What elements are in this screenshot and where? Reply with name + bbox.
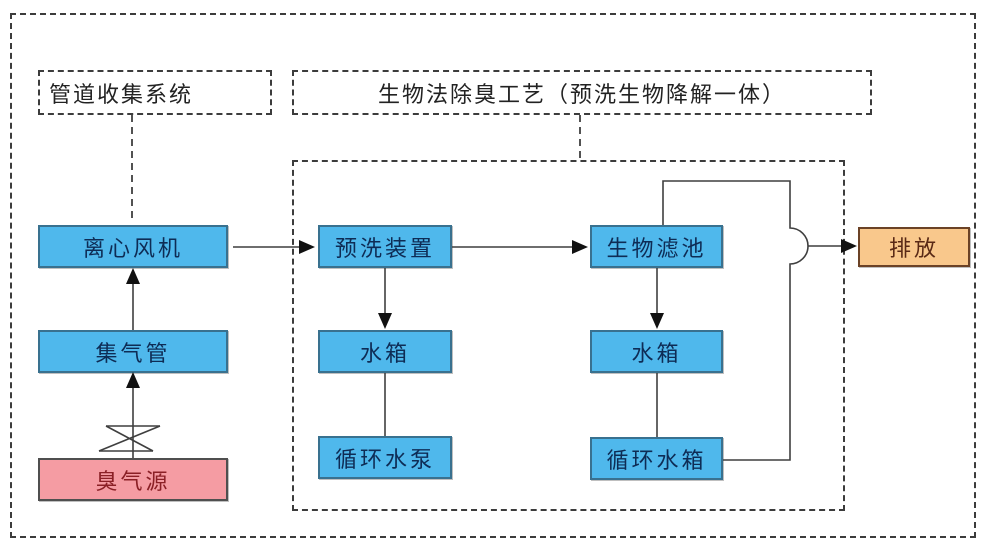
node-prewash-unit-label: 预洗装置 [334, 235, 435, 261]
pipeline-system-group-label: 管道收集系统 [38, 70, 272, 115]
node-prewash-water-tank-label: 水箱 [359, 340, 410, 366]
node-centrifugal-fan-label: 离心风机 [82, 235, 183, 261]
node-circulating-water-pump-label: 循环水泵 [334, 446, 435, 472]
node-biofilter-label: 生物滤池 [606, 235, 707, 261]
node-biofilter: 生物滤池 [590, 225, 723, 268]
node-centrifugal-fan: 离心风机 [38, 225, 228, 268]
node-odor-source: 臭气源 [38, 458, 228, 501]
node-gas-collection-pipe-label: 集气管 [95, 340, 171, 366]
node-odor-source-label: 臭气源 [95, 468, 171, 494]
node-prewash-water-tank: 水箱 [318, 330, 452, 373]
node-biofilter-water-tank: 水箱 [590, 330, 723, 373]
node-discharge-label: 排放 [888, 236, 939, 261]
node-circulating-water-tank: 循环水箱 [590, 437, 723, 480]
process-group-box [292, 160, 845, 511]
node-circulating-water-pump: 循环水泵 [318, 436, 452, 479]
node-discharge: 排放 [858, 227, 970, 267]
node-gas-collection-pipe: 集气管 [38, 330, 228, 373]
node-biofilter-water-tank-label: 水箱 [631, 340, 682, 366]
process-group-label: 生物法除臭工艺（预洗生物降解一体） [292, 70, 872, 115]
node-circulating-water-tank-label: 循环水箱 [606, 447, 707, 473]
node-prewash-unit: 预洗装置 [318, 225, 452, 268]
process-group-label-text: 生物法除臭工艺（预洗生物降解一体） [377, 81, 786, 107]
diagram-outer-border [10, 13, 976, 538]
pipeline-system-group-label-text: 管道收集系统 [49, 81, 194, 107]
